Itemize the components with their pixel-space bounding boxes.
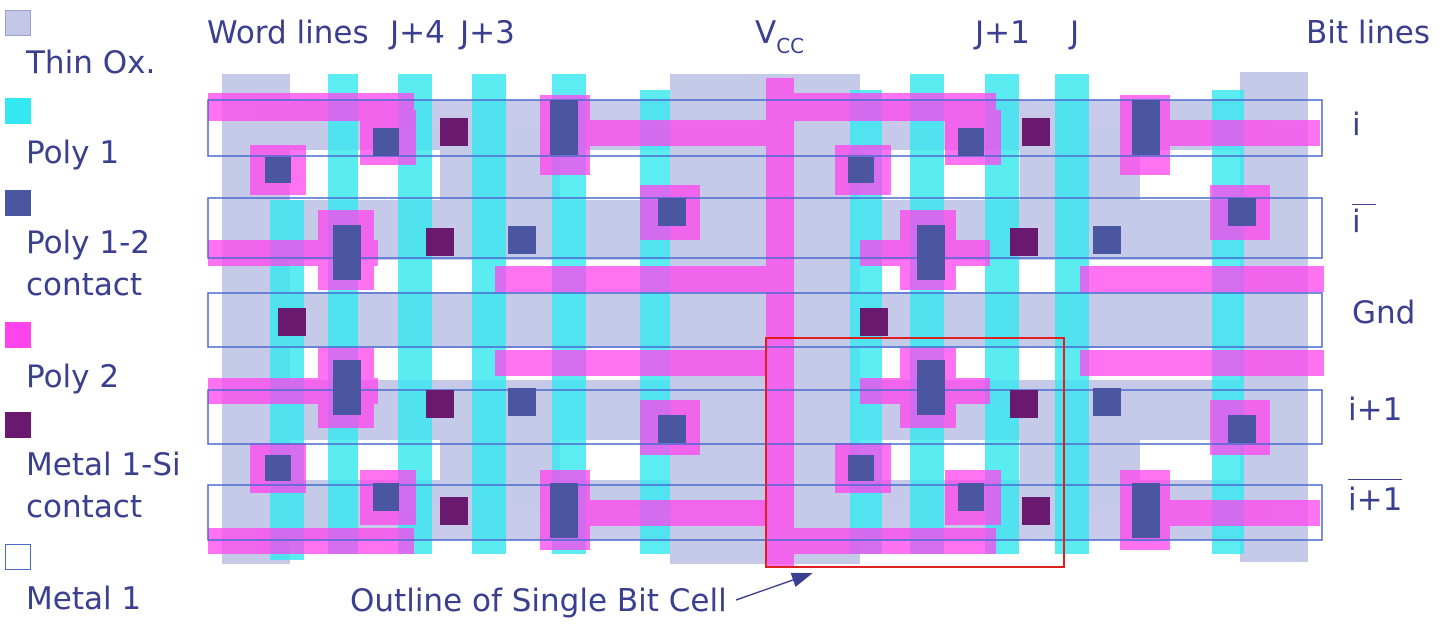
legend-label-poly12-line2: contact	[26, 267, 143, 303]
poly12-contacts	[265, 100, 1256, 538]
single-bit-cell-annotation: Outline of Single Bit Cell	[350, 583, 727, 619]
poly1-line	[910, 74, 944, 554]
poly12-contact	[265, 157, 291, 183]
annotation-arrow	[735, 572, 813, 601]
bitline-i1-bar-label: i+1	[1348, 479, 1403, 516]
metal-si-contact	[1022, 118, 1050, 146]
poly12-contact	[550, 483, 578, 538]
poly1-line	[328, 74, 358, 554]
poly12-contact	[917, 360, 945, 415]
metal-si-contact	[1010, 390, 1038, 418]
vcc-label-sub: CC	[776, 34, 805, 58]
metal-si-contacts	[278, 118, 1050, 525]
j4-label: J+4	[390, 15, 445, 51]
vcc-poly2-line	[766, 78, 794, 568]
legend-swatch-poly2	[5, 322, 31, 348]
metal1-line	[207, 99, 1323, 157]
j3-label: J+3	[460, 15, 515, 51]
metal-si-contact	[440, 118, 468, 146]
metal-si-contact	[440, 497, 468, 525]
poly2-strip	[495, 266, 775, 292]
legend-swatch-metal1	[5, 544, 31, 570]
poly12-contact	[1132, 100, 1160, 155]
j-label: J	[1070, 15, 1080, 51]
legend-label-metal-si-line2: contact	[26, 489, 143, 525]
metal-si-contact	[1010, 228, 1038, 256]
vcc-label: VCC	[755, 15, 804, 57]
metal-si-contact	[860, 308, 888, 336]
legend-label-metal-si-line1: Metal 1-Si	[26, 447, 181, 483]
bit-lines-label: Bit lines	[1306, 15, 1430, 51]
legend-label-thin-ox: Thin Ox.	[26, 45, 156, 81]
legend-swatch-thin-ox	[5, 10, 31, 36]
metal-si-contact	[1022, 497, 1050, 525]
poly12-contact	[333, 225, 361, 280]
poly12-contact	[550, 100, 578, 155]
poly1-line	[1055, 74, 1089, 554]
legend-label-metal1: Metal 1	[26, 581, 142, 617]
poly12-contact	[373, 128, 399, 156]
poly12-contact	[1228, 415, 1256, 443]
poly12-contact	[658, 198, 686, 226]
vcc-label-main: V	[755, 15, 777, 51]
poly12-contact	[848, 455, 874, 481]
poly12-contact	[508, 226, 536, 254]
poly12-contact	[958, 128, 984, 156]
legend-swatch-poly12-contact	[5, 190, 31, 216]
single-bit-cell-outline	[765, 337, 1065, 568]
poly12-contact	[1093, 388, 1121, 416]
poly2-strip	[495, 350, 775, 376]
thin-ox-region	[222, 200, 1308, 260]
poly12-contact	[658, 415, 686, 443]
legend-swatch-metal-si-contact	[5, 412, 31, 438]
poly12-contact	[1132, 483, 1160, 538]
metal-si-contact	[278, 308, 306, 336]
poly2-strip	[208, 528, 414, 554]
bitline-i1-label: i+1	[1348, 392, 1403, 428]
poly12-contact	[917, 225, 945, 280]
poly12-contact	[958, 483, 984, 511]
metal-si-contact	[426, 228, 454, 256]
poly12-contact	[508, 388, 536, 416]
legend-label-poly12-line1: Poly 1-2	[26, 225, 150, 261]
poly1-line	[472, 74, 506, 554]
poly12-contact	[373, 483, 399, 511]
poly12-contact	[1228, 198, 1256, 226]
poly2-strip	[1080, 266, 1324, 292]
poly2-strip	[1080, 350, 1324, 376]
metal-si-contact	[426, 390, 454, 418]
word-lines-label: Word lines	[207, 15, 369, 51]
poly12-contact	[848, 157, 874, 183]
poly1-line	[1212, 90, 1244, 554]
poly2-strip	[790, 528, 996, 554]
poly12-contact	[265, 455, 291, 481]
poly12-contact	[333, 360, 361, 415]
legend-swatch-poly1	[5, 98, 31, 124]
legend-label-poly2: Poly 2	[26, 359, 120, 395]
bitline-i-label: i	[1352, 107, 1361, 143]
legend-label-poly1: Poly 1	[26, 135, 120, 171]
metal1-line	[207, 197, 1323, 259]
poly12-contact	[1093, 226, 1121, 254]
bitline-i-bar-label: i	[1352, 204, 1376, 238]
poly1-line	[640, 90, 670, 554]
gnd-label: Gnd	[1352, 295, 1416, 331]
j1-label: J+1	[975, 15, 1030, 51]
